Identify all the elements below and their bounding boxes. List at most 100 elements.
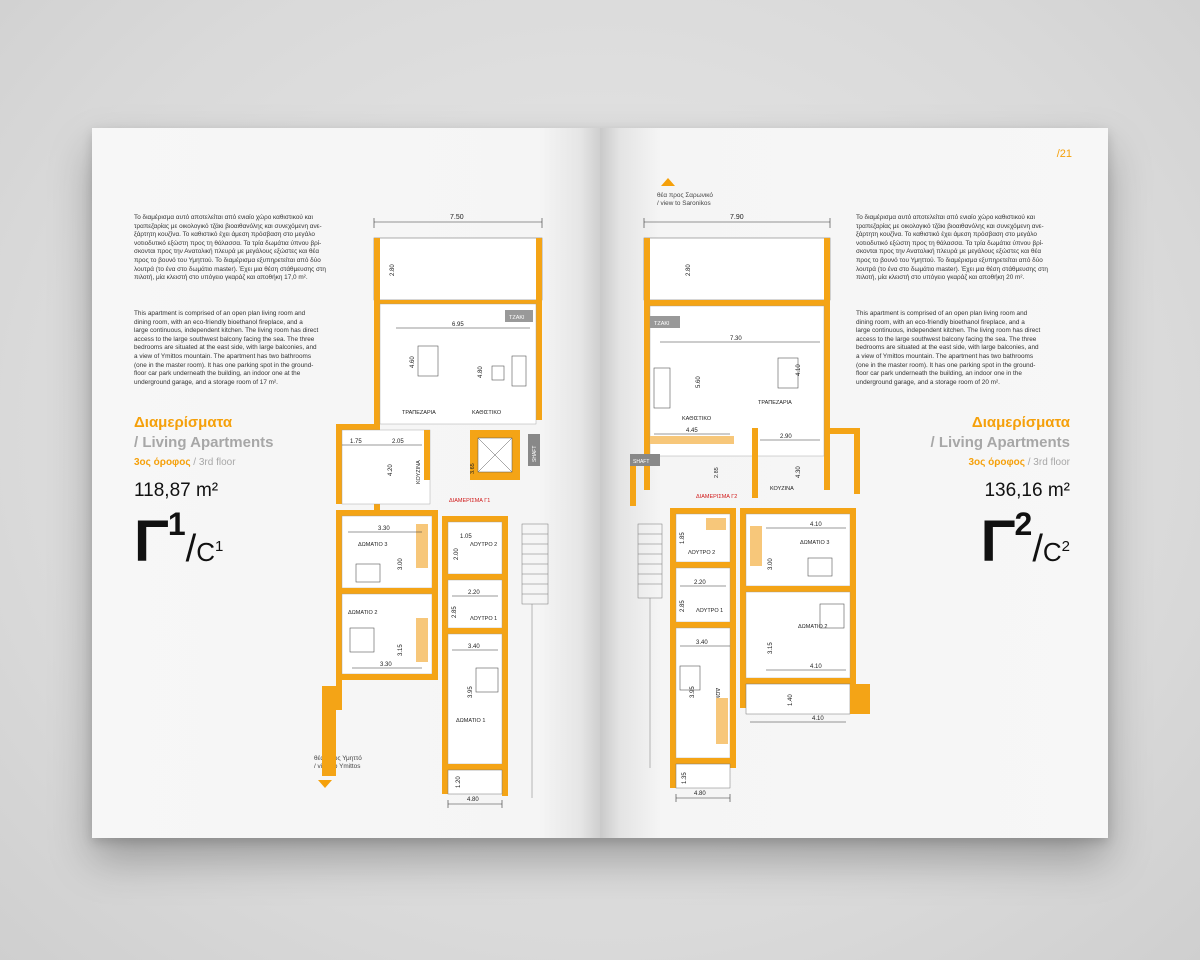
dim-kitchen-height: 4.20 (388, 464, 394, 476)
left-code-sup: 1 (167, 506, 186, 542)
left-floor: 3ος όροφος / 3rd floor (134, 457, 236, 468)
c1-bath2: ΛΟΥΤΡΟ 2 (470, 542, 497, 548)
c2-apartment-label: ΔΙΑΜΕΡΙΣΜΑ Γ2 (696, 494, 737, 500)
right-code-sup: 2 (1014, 506, 1033, 542)
dim2-bed1-width: 3.40 (696, 640, 708, 646)
left-code-slash: / (185, 528, 197, 570)
dim-living-width: 6.95 (452, 322, 464, 328)
dim-kitchen-1: 1.75 (350, 439, 362, 445)
left-page: Το διαμέρισμα αυτό αποτελείται από ενιαί… (92, 128, 600, 838)
dim-bed3-width: 3.30 (378, 526, 390, 532)
dim2-kitchen-height: 4.30 (796, 466, 802, 478)
dim2-living-width: 7.30 (730, 336, 742, 342)
c1-apartment-label: ΔΙΑΜΕΡΙΣΜΑ Γ1 (449, 498, 490, 504)
dim-top: 7.50 (450, 214, 464, 221)
dim2-east-balcony: 1.40 (788, 694, 794, 706)
dim2-dining-height: 4.10 (796, 364, 802, 376)
dim2-bath1-width: 2.20 (694, 580, 706, 586)
right-code-latin: C (1042, 537, 1062, 567)
magazine-spread: Το διαμέρισμα αυτό αποτελείται από ενιαί… (92, 128, 1108, 838)
left-code-latin: C (196, 537, 216, 567)
right-view-label: θέα προς Σαρωνικό / view to Saronikos (657, 192, 713, 207)
left-subheading: / Living Apartments (134, 434, 274, 451)
left-apartment-code: Γ1/C1 (134, 506, 223, 575)
dim-dining-height: 4.60 (410, 356, 416, 368)
page-number: /21 (1056, 148, 1072, 160)
left-greek-text: Το διαμέρισμα αυτό αποτελείται από ενιαί… (134, 214, 326, 282)
c1-fireplace: ΤΖΑΚΙ (509, 315, 525, 321)
c2-shaft: SHAFT (633, 459, 649, 465)
left-heading: Διαμερίσματα (134, 414, 233, 431)
left-floor-english: / 3rd floor (190, 457, 236, 468)
dim-bed2-height: 3.15 (398, 644, 404, 656)
dim2-living-height: 5.60 (696, 376, 702, 388)
dim2-kitchen-width: 2.90 (780, 434, 792, 440)
dim2-living-width2: 4.45 (686, 428, 698, 434)
c1-bedroom2: ΔΩΜΑΤΙΟ 2 (348, 610, 377, 616)
c2-bath1: ΛΟΥΤΡΟ 1 (696, 608, 723, 614)
dim-bath1-width: 2.20 (468, 590, 480, 596)
right-greek-text: Το διαμέρισμα αυτό αποτελείται από ενιαί… (856, 214, 1048, 282)
dim2-bath1-height: 2.85 (680, 600, 686, 612)
c2-bedroom2: ΔΩΜΑΤΙΟ 2 (798, 624, 827, 630)
dim2-top: 7.90 (730, 214, 744, 221)
right-code-slash: / (1032, 528, 1043, 570)
floor-plan-c1: 7.50 2.80 ΤΖΑΚΙ 6.95 4.60 4.80 Τ (322, 214, 549, 808)
dim-bed2-width: 3.30 (380, 662, 392, 668)
floor-plan-c2: 7.90 2.80 ΤΖΑΚΙ 7.30 5.60 4.10 ΚΑΘΙΣΤΙΚΟ… (630, 214, 870, 802)
dim-bottom: 4.80 (467, 797, 479, 803)
c2-bath2: ΛΟΥΤΡΟ 2 (688, 550, 715, 556)
c1-dining: ΤΡΑΠΕΖΑΡΙΑ (402, 410, 436, 416)
right-english-text: This apartment is comprised of an open p… (856, 310, 1041, 386)
right-subheading: / Living Apartments (930, 434, 1070, 451)
dim2-east-balcony-width: 4.10 (812, 716, 824, 722)
dim2-bed2-width: 4.10 (810, 664, 822, 670)
right-floor: 3ος όροφος / 3rd floor (968, 457, 1070, 468)
dim2-bed1-height: 3.95 (690, 686, 696, 698)
c1-living: ΚΑΘΙΣΤΙΚΟ (472, 410, 502, 416)
left-code-letter: Γ (134, 509, 169, 574)
right-page: /21 θέα προς Σαρωνικό / view to Saroniko… (600, 128, 1108, 838)
dim2-bath2-height: 1.85 (680, 532, 686, 544)
dim2-hall: 2.85 (714, 467, 720, 478)
dim2-bed3-height: 3.00 (768, 558, 774, 570)
c1-kitchen: ΚΟΥΖΙΝΑ (416, 460, 422, 484)
left-english-text: This apartment is comprised of an open p… (134, 310, 319, 386)
view-down-arrow-icon (318, 780, 332, 788)
dim2-bed2-height: 3.15 (768, 642, 774, 654)
dim-bottom-balcony: 1.20 (456, 776, 462, 788)
c2-dining: ΤΡΑΠΕΖΑΡΙΑ (758, 400, 792, 406)
left-code-sub: 1 (215, 538, 224, 555)
c2-kitchen: ΚΟΥΖΙΝΑ (770, 486, 794, 492)
right-code-letter: Γ (980, 509, 1016, 574)
c2-bedroom3: ΔΩΜΑΤΙΟ 3 (800, 540, 829, 546)
c1-bedroom3: ΔΩΜΑΤΙΟ 3 (358, 542, 387, 548)
dim-balcony: 2.80 (390, 264, 396, 276)
dim-bath1-height: 2.85 (452, 606, 458, 618)
dim-lift: 3.65 (470, 463, 476, 474)
dim-bed1-width: 3.40 (468, 644, 480, 650)
dim-living-height: 4.80 (478, 366, 484, 378)
left-area: 118,87 m² (134, 480, 219, 501)
dim2-balcony: 2.80 (686, 264, 692, 276)
dim-bath-height: 2.00 (454, 548, 460, 560)
right-floor-english: / 3rd floor (1024, 457, 1070, 468)
dim2-bottom-balcony: 1.35 (682, 772, 688, 784)
right-area: 136,16 m² (984, 480, 1070, 501)
c1-shaft: SHAFT (532, 446, 538, 462)
c1-bath1: ΛΟΥΤΡΟ 1 (470, 616, 497, 622)
c2-living: ΚΑΘΙΣΤΙΚΟ (682, 416, 712, 422)
right-floor-greek: 3ος όροφος (968, 457, 1025, 468)
right-apartment-code: Γ2/C2 (981, 506, 1070, 575)
dim-bed1-height: 3.95 (468, 686, 474, 698)
c1-bedroom1: ΔΩΜΑΤΙΟ 1 (456, 718, 485, 724)
dim-bath-width: 1.05 (460, 534, 472, 540)
dim-bed3-height: 3.00 (398, 558, 404, 570)
left-floor-greek: 3ος όροφος (134, 457, 191, 468)
dim2-bottom: 4.80 (694, 791, 706, 797)
right-code-sub: 2 (1061, 538, 1070, 555)
dim2-bed3-width: 4.10 (810, 522, 822, 528)
view-up-arrow-icon (661, 178, 675, 186)
dim-kitchen-2: 2.05 (392, 439, 404, 445)
right-heading: Διαμερίσματα (971, 414, 1070, 431)
